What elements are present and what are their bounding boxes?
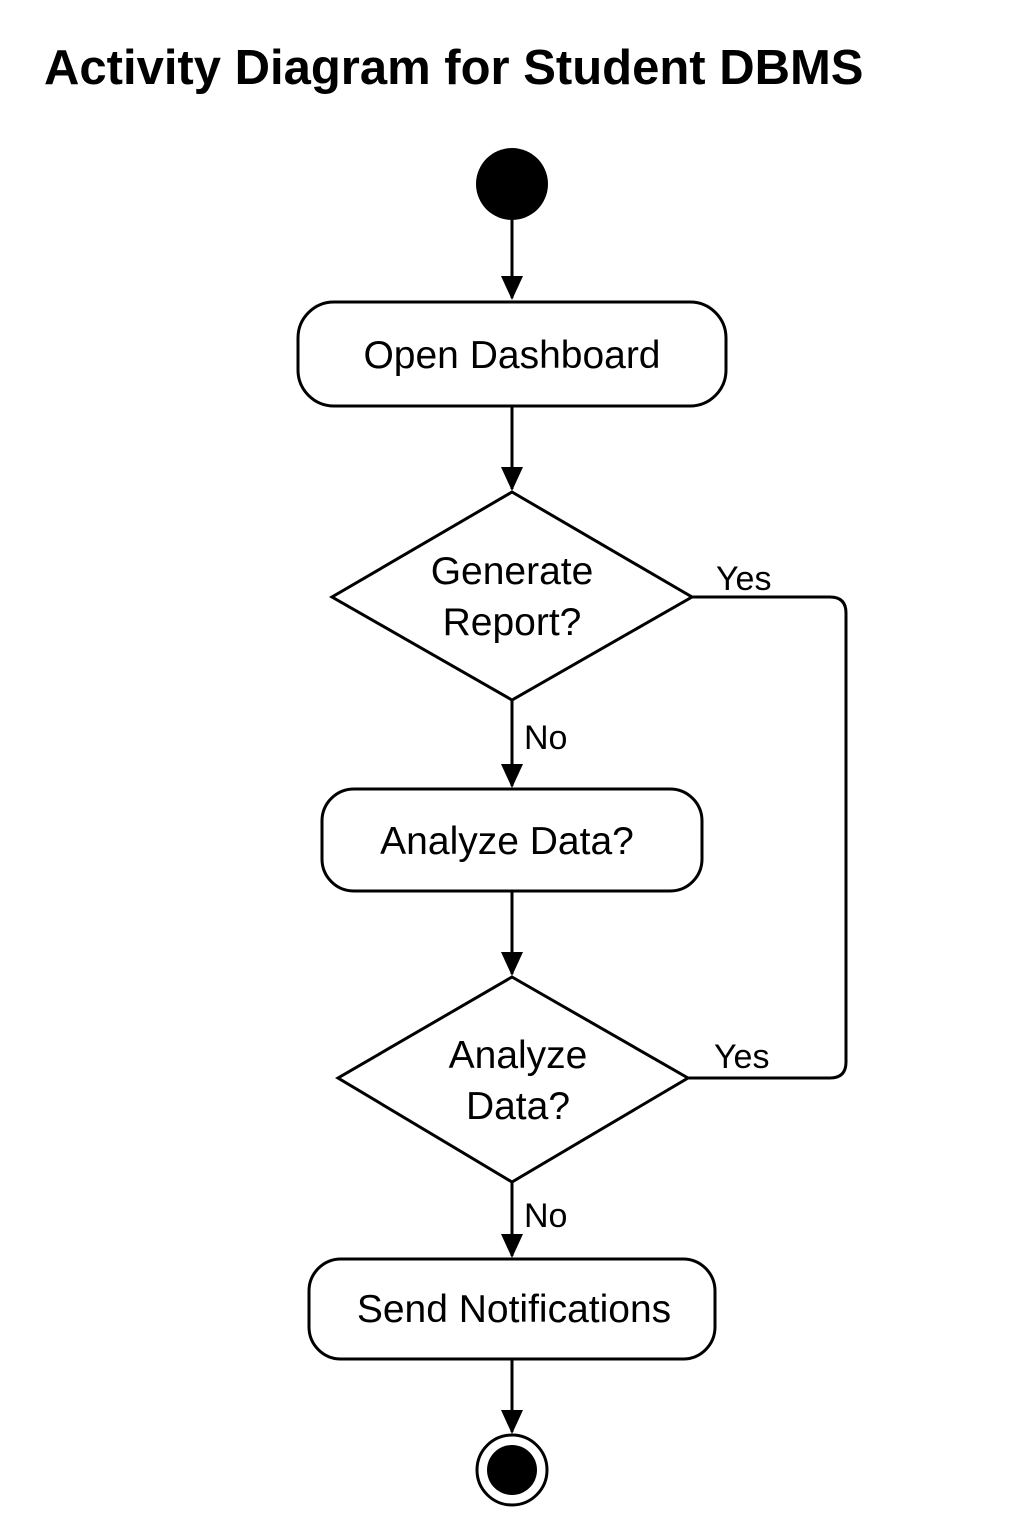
edge-label-decision-2-no: No	[524, 1197, 567, 1235]
decision-analyze-data-label-line-2: Data?	[466, 1085, 570, 1128]
edge-label-decision-2-yes: Yes	[714, 1038, 769, 1076]
initial-node	[476, 148, 548, 220]
edge-decision-1-yes	[688, 595, 848, 1080]
action-open-dashboard: Open Dashboard	[296, 300, 728, 408]
action-analyze-data: Analyze Data?	[320, 787, 704, 893]
edge-label-decision-1-no: No	[524, 719, 567, 757]
decision-generate-report-label-line-2: Report?	[443, 601, 582, 644]
decision-generate-report: Generate Report?	[329, 490, 695, 702]
action-send-notifications-label: Send Notifications	[357, 1288, 671, 1331]
action-send-notifications: Send Notifications	[307, 1257, 717, 1361]
decision-generate-report-label-line-1: Generate	[431, 550, 594, 593]
page-title: Activity Diagram for Student DBMS	[44, 41, 864, 95]
decision-analyze-data-label-line-1: Analyze	[449, 1034, 588, 1077]
final-node	[475, 1433, 549, 1507]
decision-analyze-data: Analyze Data?	[335, 975, 691, 1184]
action-analyze-data-label: Analyze Data?	[380, 820, 634, 863]
edge-label-decision-1-yes: Yes	[716, 560, 771, 598]
action-open-dashboard-label: Open Dashboard	[363, 334, 660, 377]
